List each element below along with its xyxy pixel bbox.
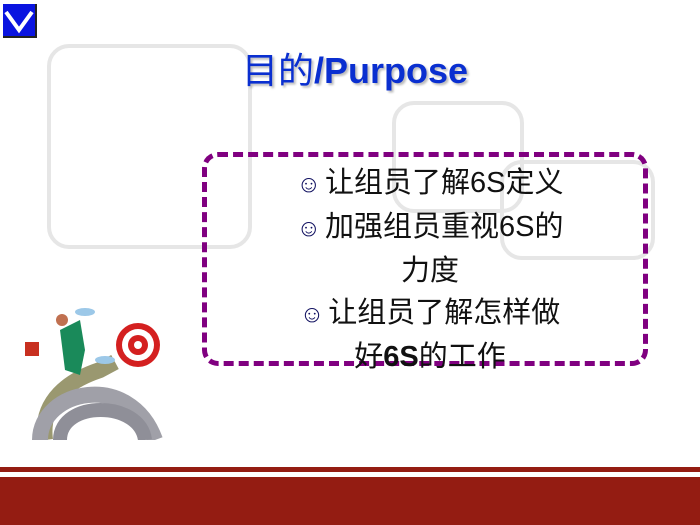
dashed-content-box	[202, 152, 648, 366]
bullet-text-continued: 力度	[400, 255, 459, 287]
footer-band	[0, 477, 700, 525]
smiley-icon: ☺	[299, 301, 325, 328]
bullet-text: 让组员了解6S定义	[325, 167, 564, 199]
businessman-target-road-clipart	[25, 308, 163, 440]
footer-line	[0, 467, 700, 472]
bullet-list: ☺让组员了解6S定义 ☺加强组员重视6S的力度 ☺让组员了解怎样做好6S的工作	[250, 162, 610, 378]
bullet-text-continued: 好	[354, 341, 384, 373]
bullet-item: ☺让组员了解6S定义	[250, 162, 610, 206]
decorative-rounded-square	[392, 101, 524, 213]
bullet-text-continued: 的工作	[418, 341, 506, 373]
title-english: /Purpose	[313, 50, 469, 91]
smiley-icon: ☺	[296, 171, 322, 198]
slide-title: 目的/Purpose	[0, 42, 700, 94]
bullet-text-bold: 6S	[383, 341, 419, 373]
company-logo	[3, 4, 37, 38]
decorative-rounded-square	[500, 160, 655, 260]
decorative-rounded-square	[47, 44, 252, 249]
smiley-icon: ☺	[296, 215, 322, 242]
bullet-text: 让组员了解怎样做	[328, 297, 561, 329]
bullet-text: 加强组员重视6S的	[325, 211, 564, 243]
bullet-item: ☺加强组员重视6S的力度	[250, 206, 610, 292]
bullet-item: ☺让组员了解怎样做好6S的工作	[250, 292, 610, 378]
title-chinese: 目的	[241, 50, 314, 91]
